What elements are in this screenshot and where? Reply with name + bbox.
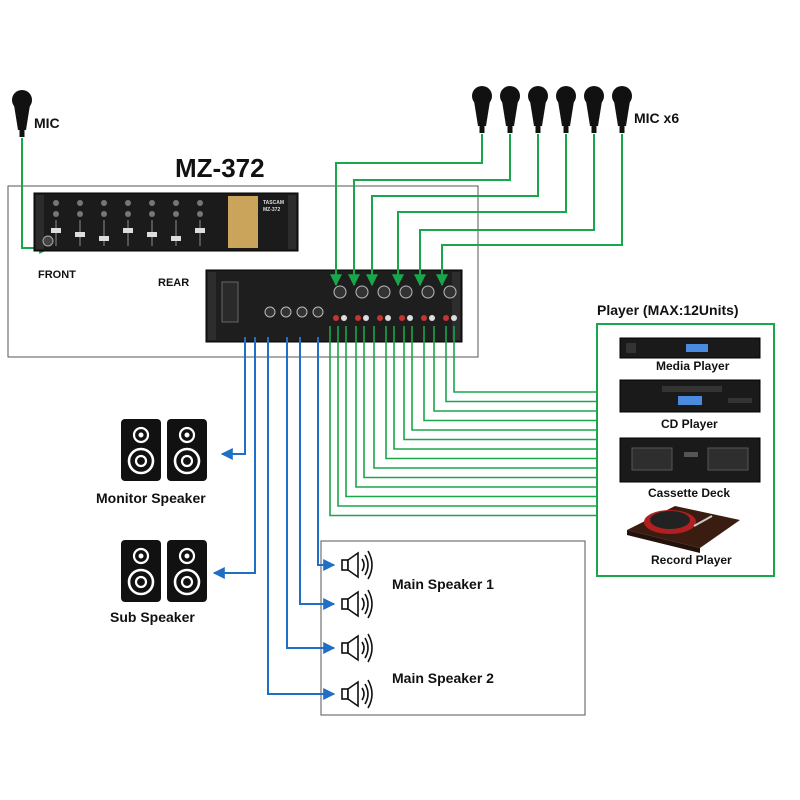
mic-group-label: MIC x6 [634,110,679,126]
mic-icon [612,86,632,133]
mic-icon [528,86,548,133]
front-label: FRONT [38,269,76,281]
monitor-line [220,337,246,460]
sub-line [212,337,256,579]
main-speaker-1-label: Main Speaker 1 [392,576,494,592]
main-speaker-2-label: Main Speaker 2 [392,670,494,686]
main-line-1b [299,337,336,610]
front-model-text: MZ-372 [263,207,280,213]
mixer-front-panel: TASCAM MZ-372 [33,192,299,252]
speaker-lines [212,337,336,700]
mic-x6-group [472,86,632,133]
rear-label: REAR [158,277,189,289]
front-brand-text: TASCAM [263,200,284,206]
monitor-speaker-label: Monitor Speaker [96,490,206,506]
player-label-record: Record Player [651,553,732,567]
main-speaker-box [320,540,586,716]
mixer-title: MZ-372 [175,153,265,183]
player-label-media: Media Player [656,359,730,373]
main-line-1a [317,337,336,571]
media-player-device [619,337,761,359]
main-speaker-1b-icon [341,589,373,619]
player-group-label: Player (MAX:12Units) [597,302,739,318]
mixer-group-box [7,185,479,358]
mic-icon [500,86,520,133]
main-speaker-1a-icon [341,550,373,580]
player-label-cd: CD Player [661,417,718,431]
monitor-speaker-icon [119,417,209,483]
mic-icon [556,86,576,133]
player-lines [329,326,597,517]
mic-x6-lines [330,134,623,287]
sub-speaker-icon [119,538,209,604]
cassette-deck-device [619,437,761,483]
mic-icon [584,86,604,133]
cd-player-device [619,379,761,413]
main-speaker-2a-icon [341,633,373,663]
main-line-2b [267,337,336,700]
main-speaker-2b-icon [341,679,373,709]
mic-single-icon [12,90,32,137]
mic-single-label: MIC [34,115,60,131]
main-line-2a [286,337,336,654]
mic-icon [472,86,492,133]
record-player-device [627,506,740,553]
player-label-cassette: Cassette Deck [648,486,730,500]
sub-speaker-label: Sub Speaker [110,609,195,625]
player-group-box [596,323,775,577]
